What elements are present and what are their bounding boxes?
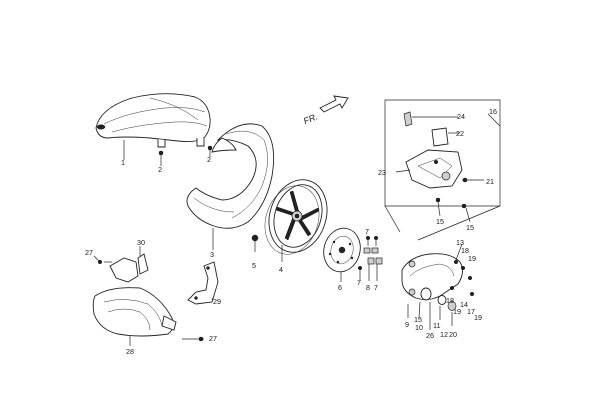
callout-9: 9	[405, 320, 409, 329]
screw-27b	[182, 336, 204, 342]
screw-2b	[207, 145, 213, 157]
callout-24: 24	[457, 112, 465, 121]
callout-28: 28	[126, 347, 134, 356]
callout-14: 14	[460, 300, 468, 309]
callout-7c: 7	[374, 283, 378, 292]
callout-23: 23	[378, 168, 386, 177]
callout-8: 8	[366, 283, 370, 292]
rear-tire	[186, 123, 275, 250]
callout-15a: 15	[414, 315, 422, 324]
callout-29: 29	[213, 297, 221, 306]
callout-3: 3	[210, 250, 214, 259]
callout-15c: 15	[466, 223, 474, 232]
support-plate	[187, 261, 219, 305]
callout-27b: 27	[209, 334, 217, 343]
callout-13: 13	[456, 238, 464, 247]
rear-rim	[264, 179, 328, 262]
callout-7a: 7	[365, 227, 369, 236]
caliper-assembly-box	[384, 99, 501, 241]
direction-label: FR.	[302, 111, 319, 126]
callout-19c: 19	[474, 313, 482, 322]
callout-5: 5	[252, 261, 256, 270]
callout-2a: 2	[158, 165, 162, 174]
callout-1: 1	[121, 158, 125, 167]
callout-22: 22	[456, 129, 464, 138]
callout-27a: 27	[85, 248, 93, 257]
callout-15b: 15	[436, 217, 444, 226]
callout-18a: 18	[461, 246, 469, 255]
grip-bracket	[109, 246, 149, 283]
callout-19b: 19	[453, 307, 461, 316]
callout-17: 17	[467, 307, 475, 316]
callout-12: 12	[440, 330, 448, 339]
callout-21: 21	[486, 177, 494, 186]
screw-2a	[158, 150, 164, 166]
axle-bolt-5	[251, 234, 259, 252]
callout-7b: 7	[357, 278, 361, 287]
brake-disc	[323, 227, 361, 282]
callout-16: 16	[489, 107, 497, 116]
disc-bolts	[357, 235, 383, 281]
direction-arrow: FR.	[302, 95, 349, 126]
callout-18b: 18	[446, 296, 454, 305]
callout-26: 26	[426, 331, 434, 340]
callout-30: 30	[137, 238, 145, 247]
callout-19a: 19	[468, 254, 476, 263]
rear-fender	[95, 93, 211, 160]
screw-27a	[93, 255, 112, 265]
caliper-bracket	[401, 243, 475, 330]
callout-11: 11	[433, 321, 440, 330]
callout-6: 6	[338, 283, 342, 292]
rear-grip	[92, 287, 177, 346]
callout-10: 10	[415, 323, 423, 332]
callout-4: 4	[279, 265, 283, 274]
callout-2b: 2	[207, 155, 211, 164]
callout-20: 20	[449, 330, 457, 339]
